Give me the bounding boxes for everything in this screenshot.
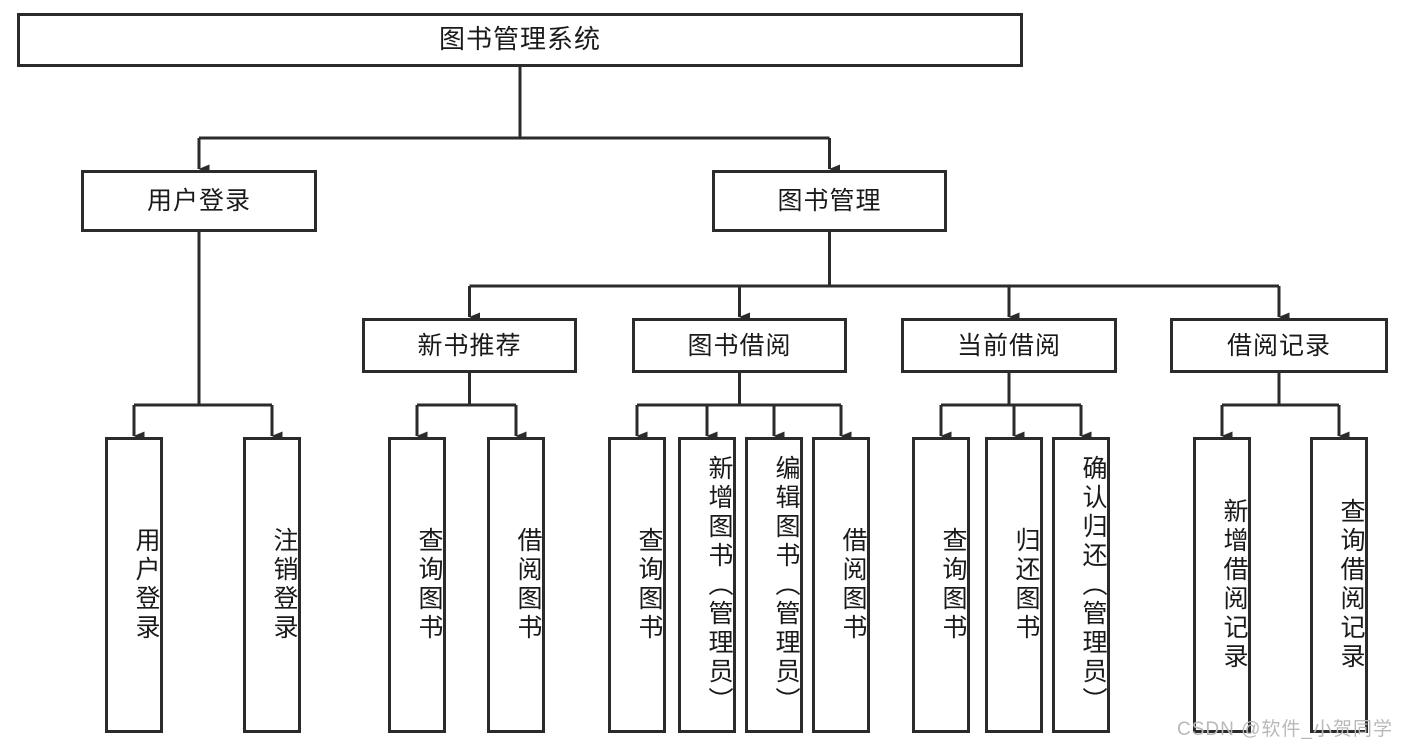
node-l2-2: 图书管理	[712, 170, 947, 232]
node-label: 编辑图书（管理员）	[772, 454, 800, 716]
node-label: 查询借阅记录	[1337, 498, 1365, 672]
watermark: CSDN @软件_小贺同学	[1177, 719, 1393, 740]
node-label: 借阅图书	[839, 527, 867, 643]
node-label: 新增图书（管理员）	[705, 454, 733, 716]
node-label: 图书管理	[777, 187, 882, 215]
node-leaf-11: 确认归还（管理员）	[1052, 437, 1110, 733]
node-label: 借阅记录	[1226, 331, 1331, 360]
node-leaf-13: 查询借阅记录	[1310, 437, 1368, 733]
node-leaf-3: 查询图书	[388, 437, 446, 733]
node-label: 新书推荐	[417, 331, 522, 360]
node-label: 查询图书	[635, 527, 663, 643]
node-leaf-6: 新增图书（管理员）	[678, 437, 736, 733]
node-label: 图书借阅	[687, 331, 792, 360]
node-leaf-7: 编辑图书（管理员）	[745, 437, 803, 733]
node-label: 借阅图书	[514, 527, 542, 643]
node-l3-4: 借阅记录	[1170, 318, 1388, 373]
node-l3-1: 新书推荐	[362, 318, 577, 373]
node-label: 用户登录	[132, 527, 160, 643]
node-leaf-4: 借阅图书	[487, 437, 545, 733]
node-l2-1: 用户登录	[81, 170, 317, 232]
node-leaf-8: 借阅图书	[812, 437, 870, 733]
node-leaf-9: 查询图书	[912, 437, 970, 733]
node-leaf-5: 查询图书	[608, 437, 666, 733]
node-leaf-2: 注销登录	[243, 437, 301, 733]
node-label: 新增借阅记录	[1220, 498, 1248, 672]
node-l3-2: 图书借阅	[632, 318, 847, 373]
node-leaf-10: 归还图书	[985, 437, 1043, 733]
node-label: 查询图书	[415, 527, 443, 643]
node-label: 归还图书	[1012, 527, 1040, 643]
node-label: 查询图书	[939, 527, 967, 643]
node-label: 确认归还（管理员）	[1079, 454, 1107, 716]
node-label: 注销登录	[270, 527, 298, 643]
node-label: 图书管理系统	[438, 24, 601, 55]
node-l3-3: 当前借阅	[901, 318, 1117, 373]
node-root: 图书管理系统	[17, 13, 1023, 67]
node-leaf-1: 用户登录	[105, 437, 163, 733]
node-label: 用户登录	[146, 187, 251, 215]
node-leaf-12: 新增借阅记录	[1193, 437, 1251, 733]
node-label: 当前借阅	[956, 331, 1061, 360]
